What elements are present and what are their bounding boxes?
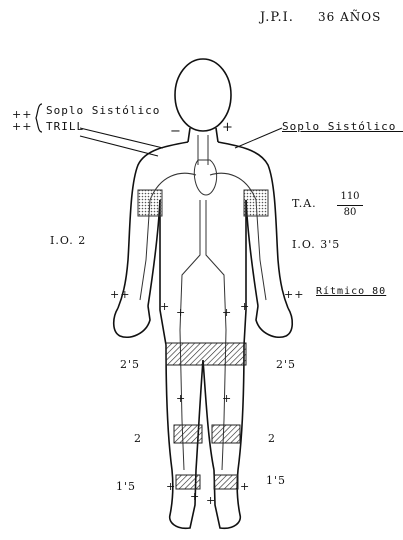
cuff-thighs xyxy=(166,343,246,365)
plus-sign: + xyxy=(222,120,234,135)
ta-systolic: 110 xyxy=(336,191,364,202)
ankle-left-value: 1'5 xyxy=(116,480,136,493)
pulse-8: + xyxy=(240,480,250,493)
pulse-5: + xyxy=(176,392,186,405)
pulse-4: + xyxy=(222,306,232,319)
torso-right xyxy=(244,200,246,345)
pulse-1: + xyxy=(160,300,170,313)
pulse-right-hand: ++ xyxy=(284,288,304,301)
pulse-7: + xyxy=(166,480,176,493)
ankle-right-value: 1'5 xyxy=(266,474,286,487)
ta-label: T.A. xyxy=(292,197,317,210)
ta-fraction-line xyxy=(337,205,363,206)
pulse-10: + xyxy=(206,494,216,507)
ta-diastolic: 80 xyxy=(336,207,364,218)
thigh-left-value: 2'5 xyxy=(120,358,140,371)
thigh-right-value: 2'5 xyxy=(276,358,296,371)
io-right: I.O. 3'5 xyxy=(292,238,340,251)
cuff-right-arm xyxy=(244,190,268,216)
calf-right-value: 2 xyxy=(268,432,276,445)
minus-sign: − xyxy=(170,124,182,139)
arms-inner xyxy=(148,200,258,306)
calf-left-value: 2 xyxy=(134,432,142,445)
pulse-2: + xyxy=(240,300,250,313)
pointer-right xyxy=(235,128,282,148)
bracket xyxy=(36,104,42,132)
ritmo: Rítmico 80 xyxy=(316,286,386,297)
trill-label: TRILL xyxy=(46,120,84,133)
shoulders-arms-outer xyxy=(118,142,288,308)
pointer-left-upper xyxy=(80,128,163,148)
patient-age: 36 AÑOS xyxy=(318,10,381,24)
cuff-left-arm xyxy=(138,190,162,216)
patient-id: J.P.I. xyxy=(260,10,294,25)
marks-2: ++ xyxy=(12,120,32,133)
heart xyxy=(194,160,216,195)
torso-left xyxy=(160,200,166,345)
pulse-3: + xyxy=(176,306,186,319)
cuff-right-ankle xyxy=(214,475,238,489)
cuff-right-calf xyxy=(212,425,240,443)
pulse-left-hand: ++ xyxy=(110,288,130,301)
pulse-6: + xyxy=(222,392,232,405)
cuff-left-ankle xyxy=(176,475,200,489)
soplo-right: Soplo Sistólico + xyxy=(282,120,403,133)
cuff-left-calf xyxy=(174,425,202,443)
pulse-9: + xyxy=(190,490,200,503)
pointer-left-lower xyxy=(80,136,158,156)
soplo-left: Soplo Sistólico xyxy=(46,104,160,117)
io-left: I.O. 2 xyxy=(50,234,86,247)
